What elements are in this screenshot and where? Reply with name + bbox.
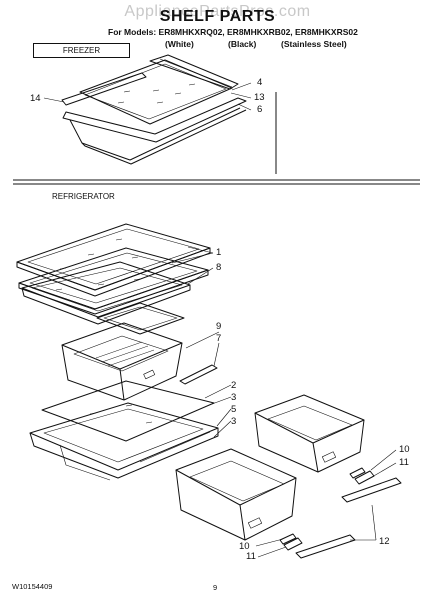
shelf-leader-lines	[171, 246, 214, 285]
callout-8: 8	[216, 262, 222, 273]
freezer-shelf-rear-trim	[149, 54, 239, 90]
callout-9: 9	[216, 321, 222, 332]
front-drawer-slide-parts	[279, 533, 303, 551]
page-number: 9	[213, 583, 218, 592]
freezer-leader-lines	[43, 82, 252, 111]
callout-5: 5	[231, 404, 237, 415]
freezer-section-label: FREEZER	[33, 43, 130, 58]
right-crisper-drawer	[254, 394, 365, 473]
crisper-cover-top	[96, 302, 185, 335]
callout-4: 4	[257, 77, 263, 88]
crisper-cover-glass	[41, 380, 215, 442]
callout-6: 6	[257, 104, 263, 115]
callout-3-lower: 3	[231, 416, 237, 427]
variant-stainless: (Stainless Steel)	[281, 39, 347, 49]
front-crisper-drawer	[175, 448, 297, 541]
refrigerator-section-label: REFRIGERATOR	[52, 192, 115, 201]
callout-10-front: 10	[239, 541, 250, 552]
callout-2: 2	[231, 380, 237, 391]
right-drawer-slide-parts	[349, 467, 375, 485]
freezer-shelf-frame	[62, 97, 247, 165]
crisper-cover-leader-lines	[204, 384, 232, 438]
page-title: SHELF PARTS	[159, 8, 276, 25]
freezer-shelf-front-trim	[61, 72, 147, 106]
drawer-slide-rail-7	[179, 364, 218, 385]
callout-13: 13	[254, 92, 265, 103]
refrigerator-lower-shelf-frame	[21, 261, 191, 325]
crisper-cover-frame	[29, 402, 219, 481]
center-crisper-drawer	[61, 322, 183, 401]
callout-10-right: 10	[399, 444, 410, 455]
document-number: W10154409	[12, 582, 53, 591]
callout-14: 14	[30, 93, 41, 104]
callout-3-upper: 3	[231, 392, 237, 403]
callout-12: 12	[379, 536, 390, 547]
watermark: AppliancePartsPros.com	[124, 3, 311, 20]
section-dividers	[13, 92, 420, 185]
model-list: For Models: ER8MHKXRQ02, ER8MHKXRB02, ER…	[108, 27, 358, 37]
callout-1: 1	[216, 247, 222, 258]
callout-7: 7	[216, 333, 222, 344]
center-drawer-leader-lines	[185, 331, 220, 367]
variant-black: (Black)	[228, 39, 257, 49]
lower-leader-lines	[255, 449, 397, 558]
callout-11-right: 11	[399, 457, 409, 468]
variant-white: (White)	[165, 39, 194, 49]
refrigerator-middle-shelf	[18, 247, 209, 315]
callout-11-front: 11	[246, 551, 256, 562]
